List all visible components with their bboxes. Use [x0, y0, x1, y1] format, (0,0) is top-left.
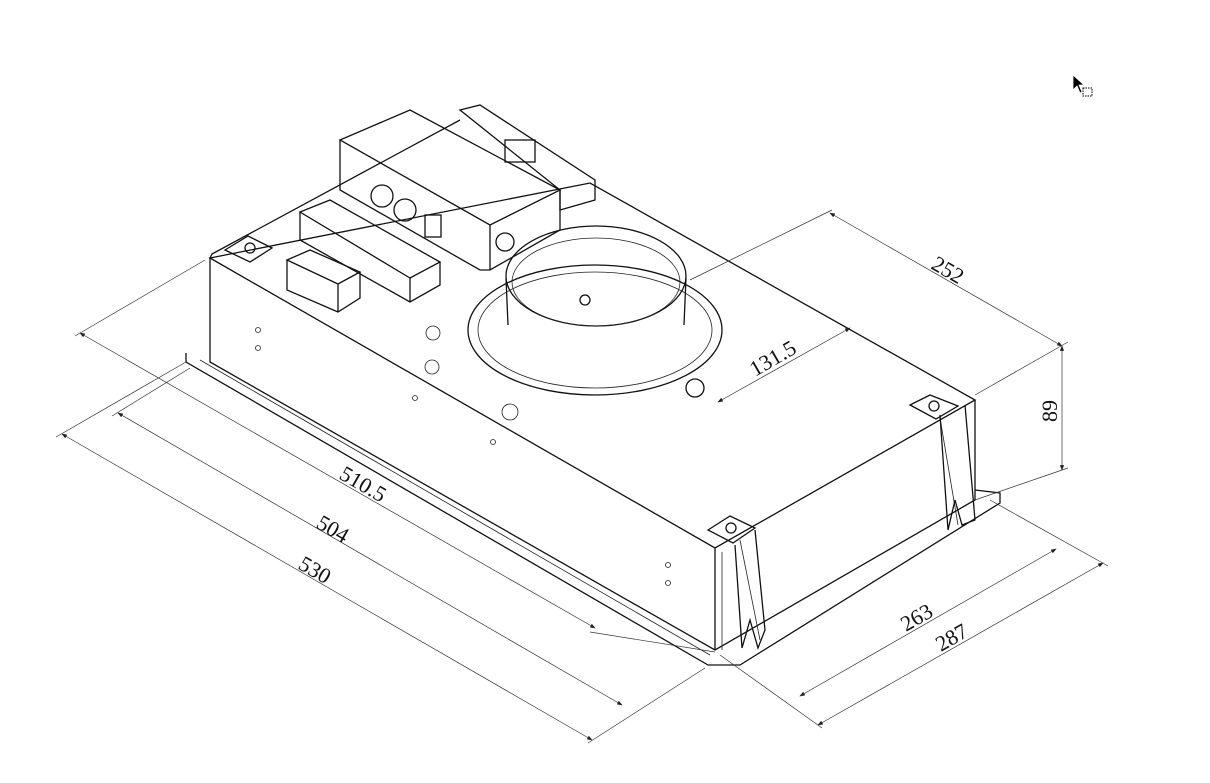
dim-label-263: 263	[896, 598, 937, 636]
dimension-lines	[55, 209, 1109, 744]
dim-label-510-5: 510.5	[336, 461, 391, 507]
capacitor-box	[285, 199, 442, 313]
dim-label-252: 252	[928, 251, 969, 289]
dim-label-504: 504	[313, 510, 354, 548]
dim-label-530: 530	[295, 551, 336, 589]
dim-label-131-5: 131.5	[745, 335, 800, 381]
dim-label-89: 89	[1037, 400, 1062, 422]
dim-label-287: 287	[931, 618, 972, 656]
mounting-brackets	[223, 235, 976, 651]
holes	[255, 325, 671, 586]
control-box	[338, 104, 596, 271]
pointer-with-box-cursor-icon	[1072, 74, 1093, 97]
flange	[185, 353, 1001, 666]
duct-collar	[467, 225, 723, 398]
